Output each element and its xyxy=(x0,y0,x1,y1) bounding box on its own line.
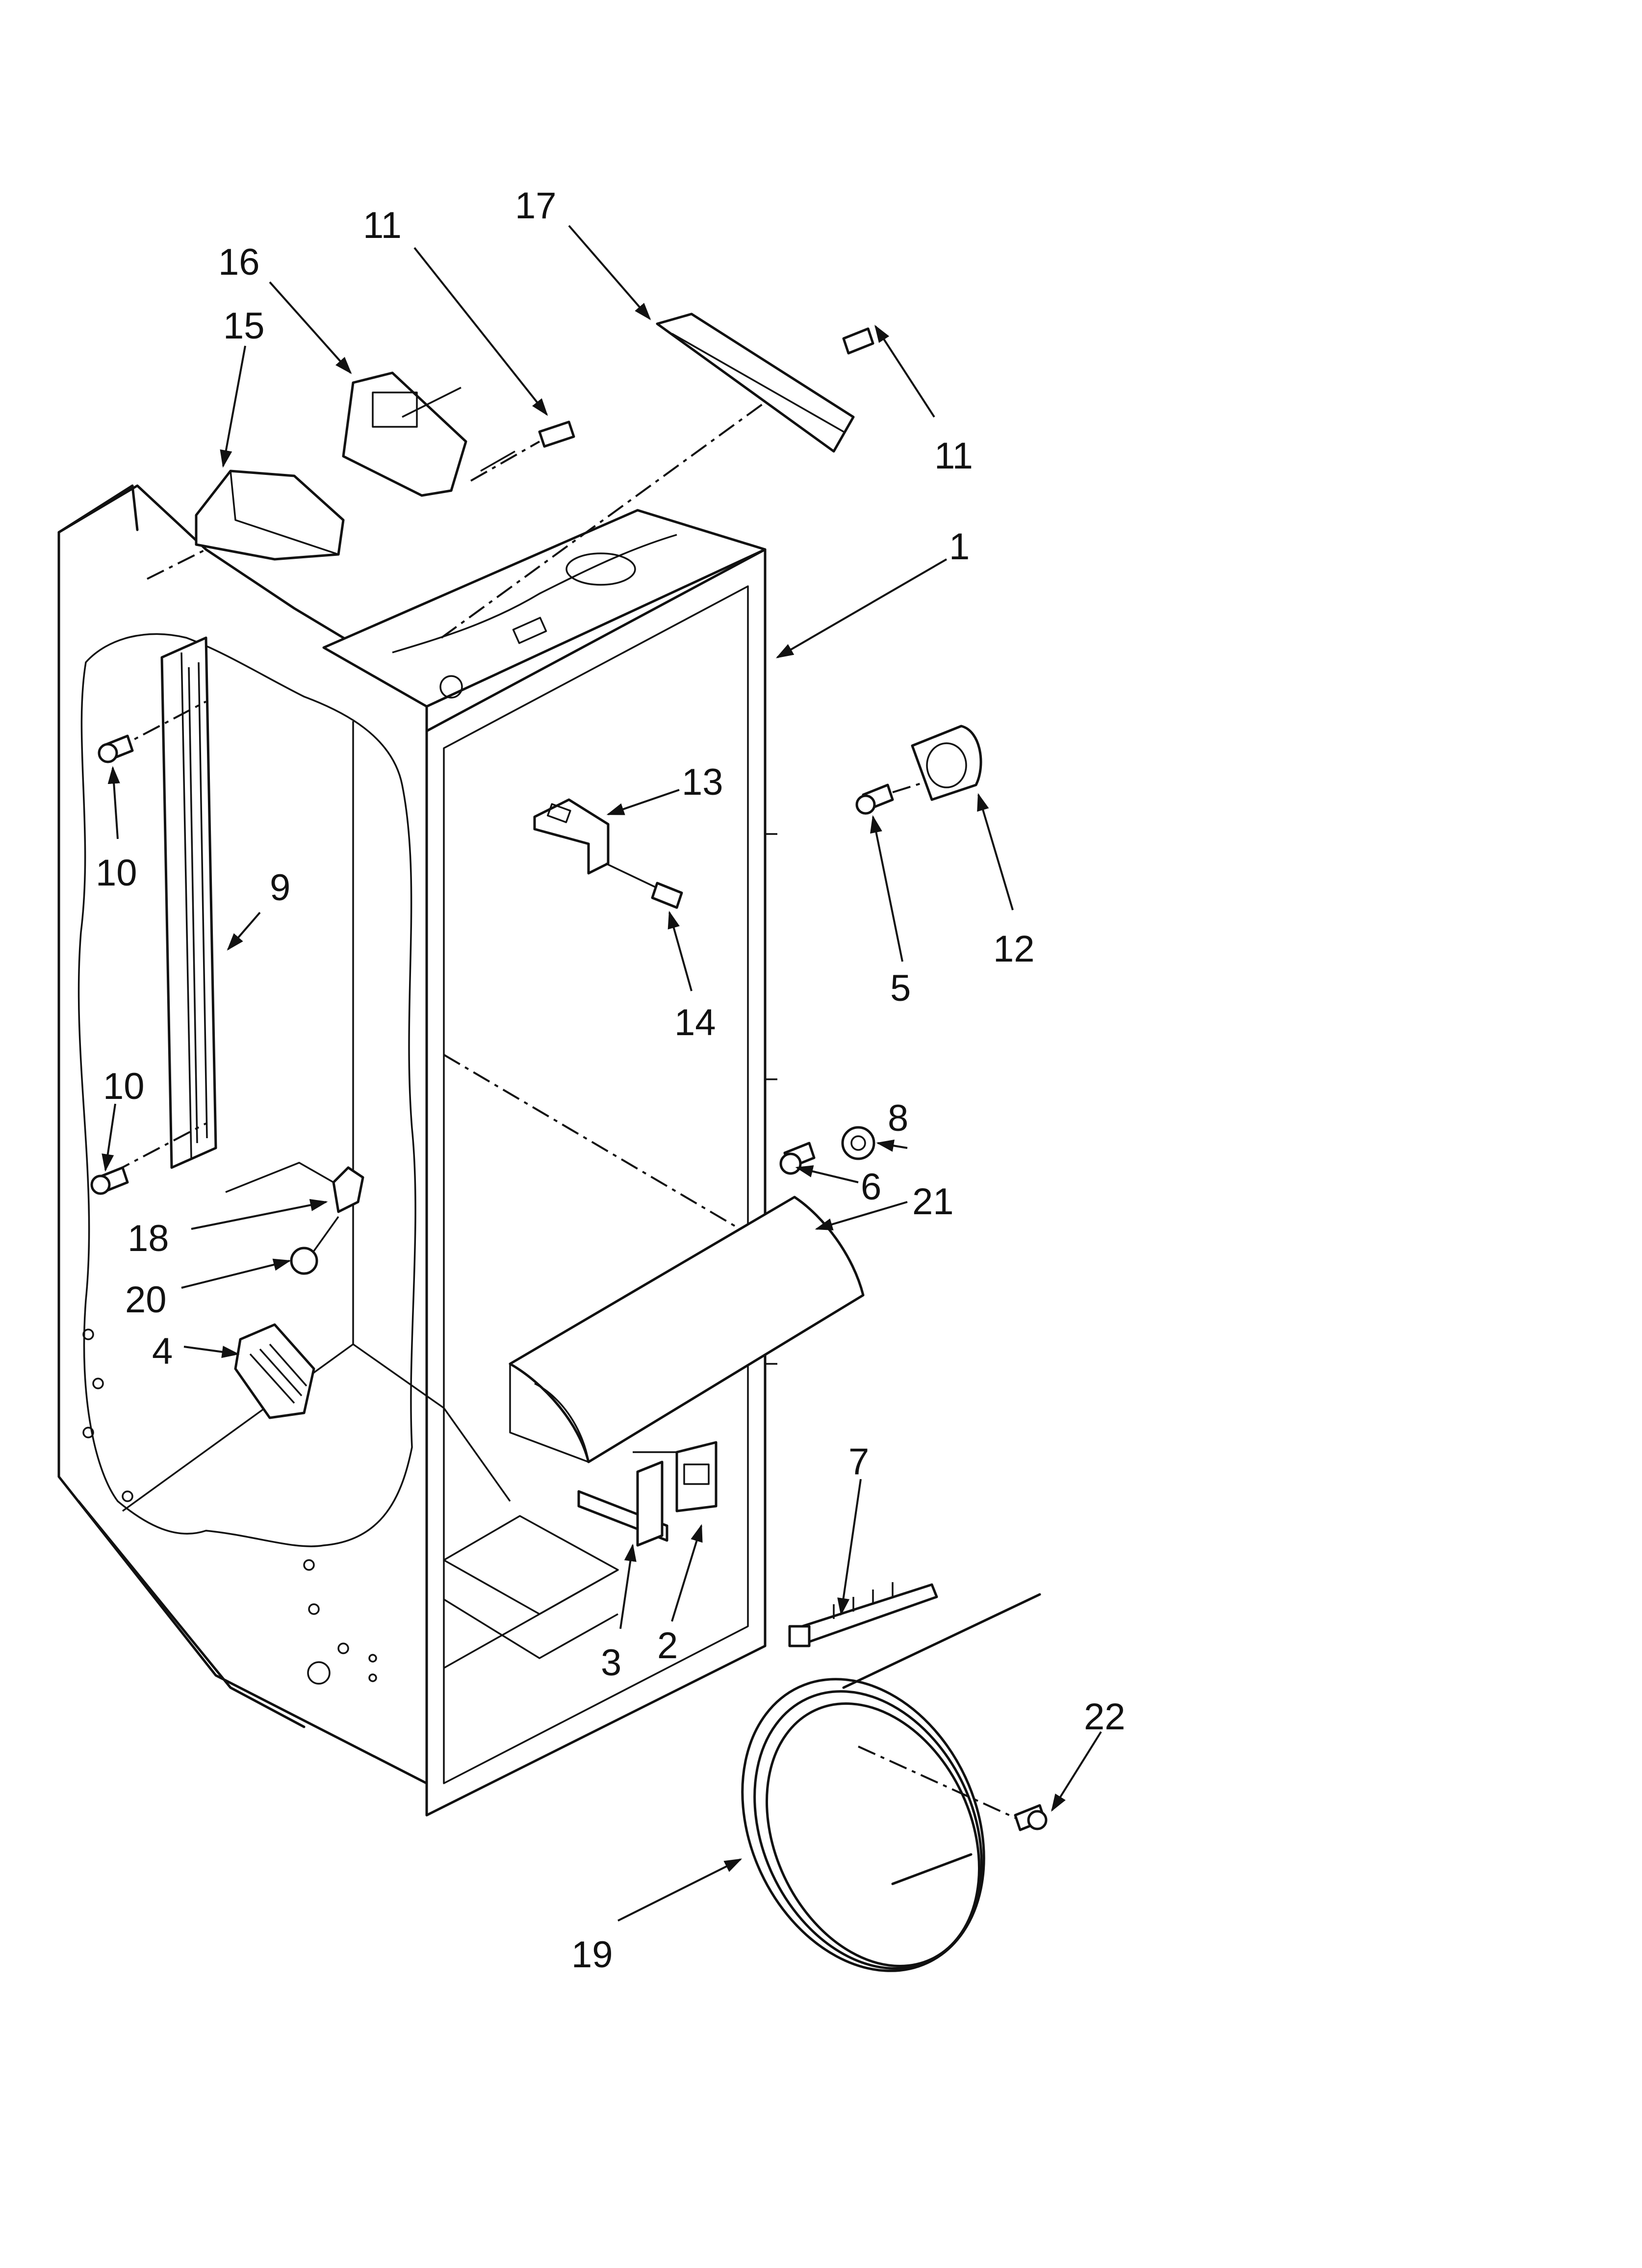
hardware-drawing xyxy=(90,327,982,1275)
part-2-3-brackets-drawing xyxy=(577,1441,718,1547)
callout-numbers: 17 11 16 15 11 1 13 10 9 14 5 12 10 8 6 … xyxy=(96,185,1126,1976)
callout-21: 21 xyxy=(912,1181,954,1223)
part-21-cover-drawing xyxy=(509,1196,865,1463)
callout-4: 4 xyxy=(152,1330,173,1372)
callout-10-upper: 10 xyxy=(96,852,137,894)
callout-12: 12 xyxy=(993,928,1035,970)
callout-18: 18 xyxy=(128,1218,169,1259)
callout-19: 19 xyxy=(571,1934,613,1976)
callout-17: 17 xyxy=(515,185,557,227)
part-17-channel-drawing xyxy=(440,313,855,639)
callout-3: 3 xyxy=(601,1642,621,1684)
callout-2: 2 xyxy=(657,1625,678,1667)
callout-16: 16 xyxy=(218,241,260,283)
callout-9: 9 xyxy=(270,867,290,909)
callout-20: 20 xyxy=(125,1279,167,1321)
callout-8: 8 xyxy=(888,1097,908,1139)
callout-11-top-left: 11 xyxy=(363,205,402,246)
callout-5: 5 xyxy=(890,967,911,1009)
callout-1: 1 xyxy=(949,526,970,568)
callout-7: 7 xyxy=(848,1441,869,1483)
part-13-14-bracket-drawing xyxy=(533,798,683,909)
part-15-16-housing-drawing xyxy=(147,371,515,580)
callout-13: 13 xyxy=(682,761,723,803)
callout-6: 6 xyxy=(861,1166,881,1208)
part-7-19-tubing-drawing xyxy=(741,1582,1048,1972)
callout-15: 15 xyxy=(223,305,265,347)
callout-14: 14 xyxy=(674,1002,716,1043)
leader-lines xyxy=(102,225,1102,1922)
callout-11-top-right: 11 xyxy=(934,435,973,477)
callout-22: 22 xyxy=(1084,1696,1126,1738)
part-4-vent-drawing xyxy=(234,1323,315,1419)
callout-10-lower: 10 xyxy=(103,1066,145,1107)
cabinet-liner-drawing xyxy=(57,484,777,1817)
